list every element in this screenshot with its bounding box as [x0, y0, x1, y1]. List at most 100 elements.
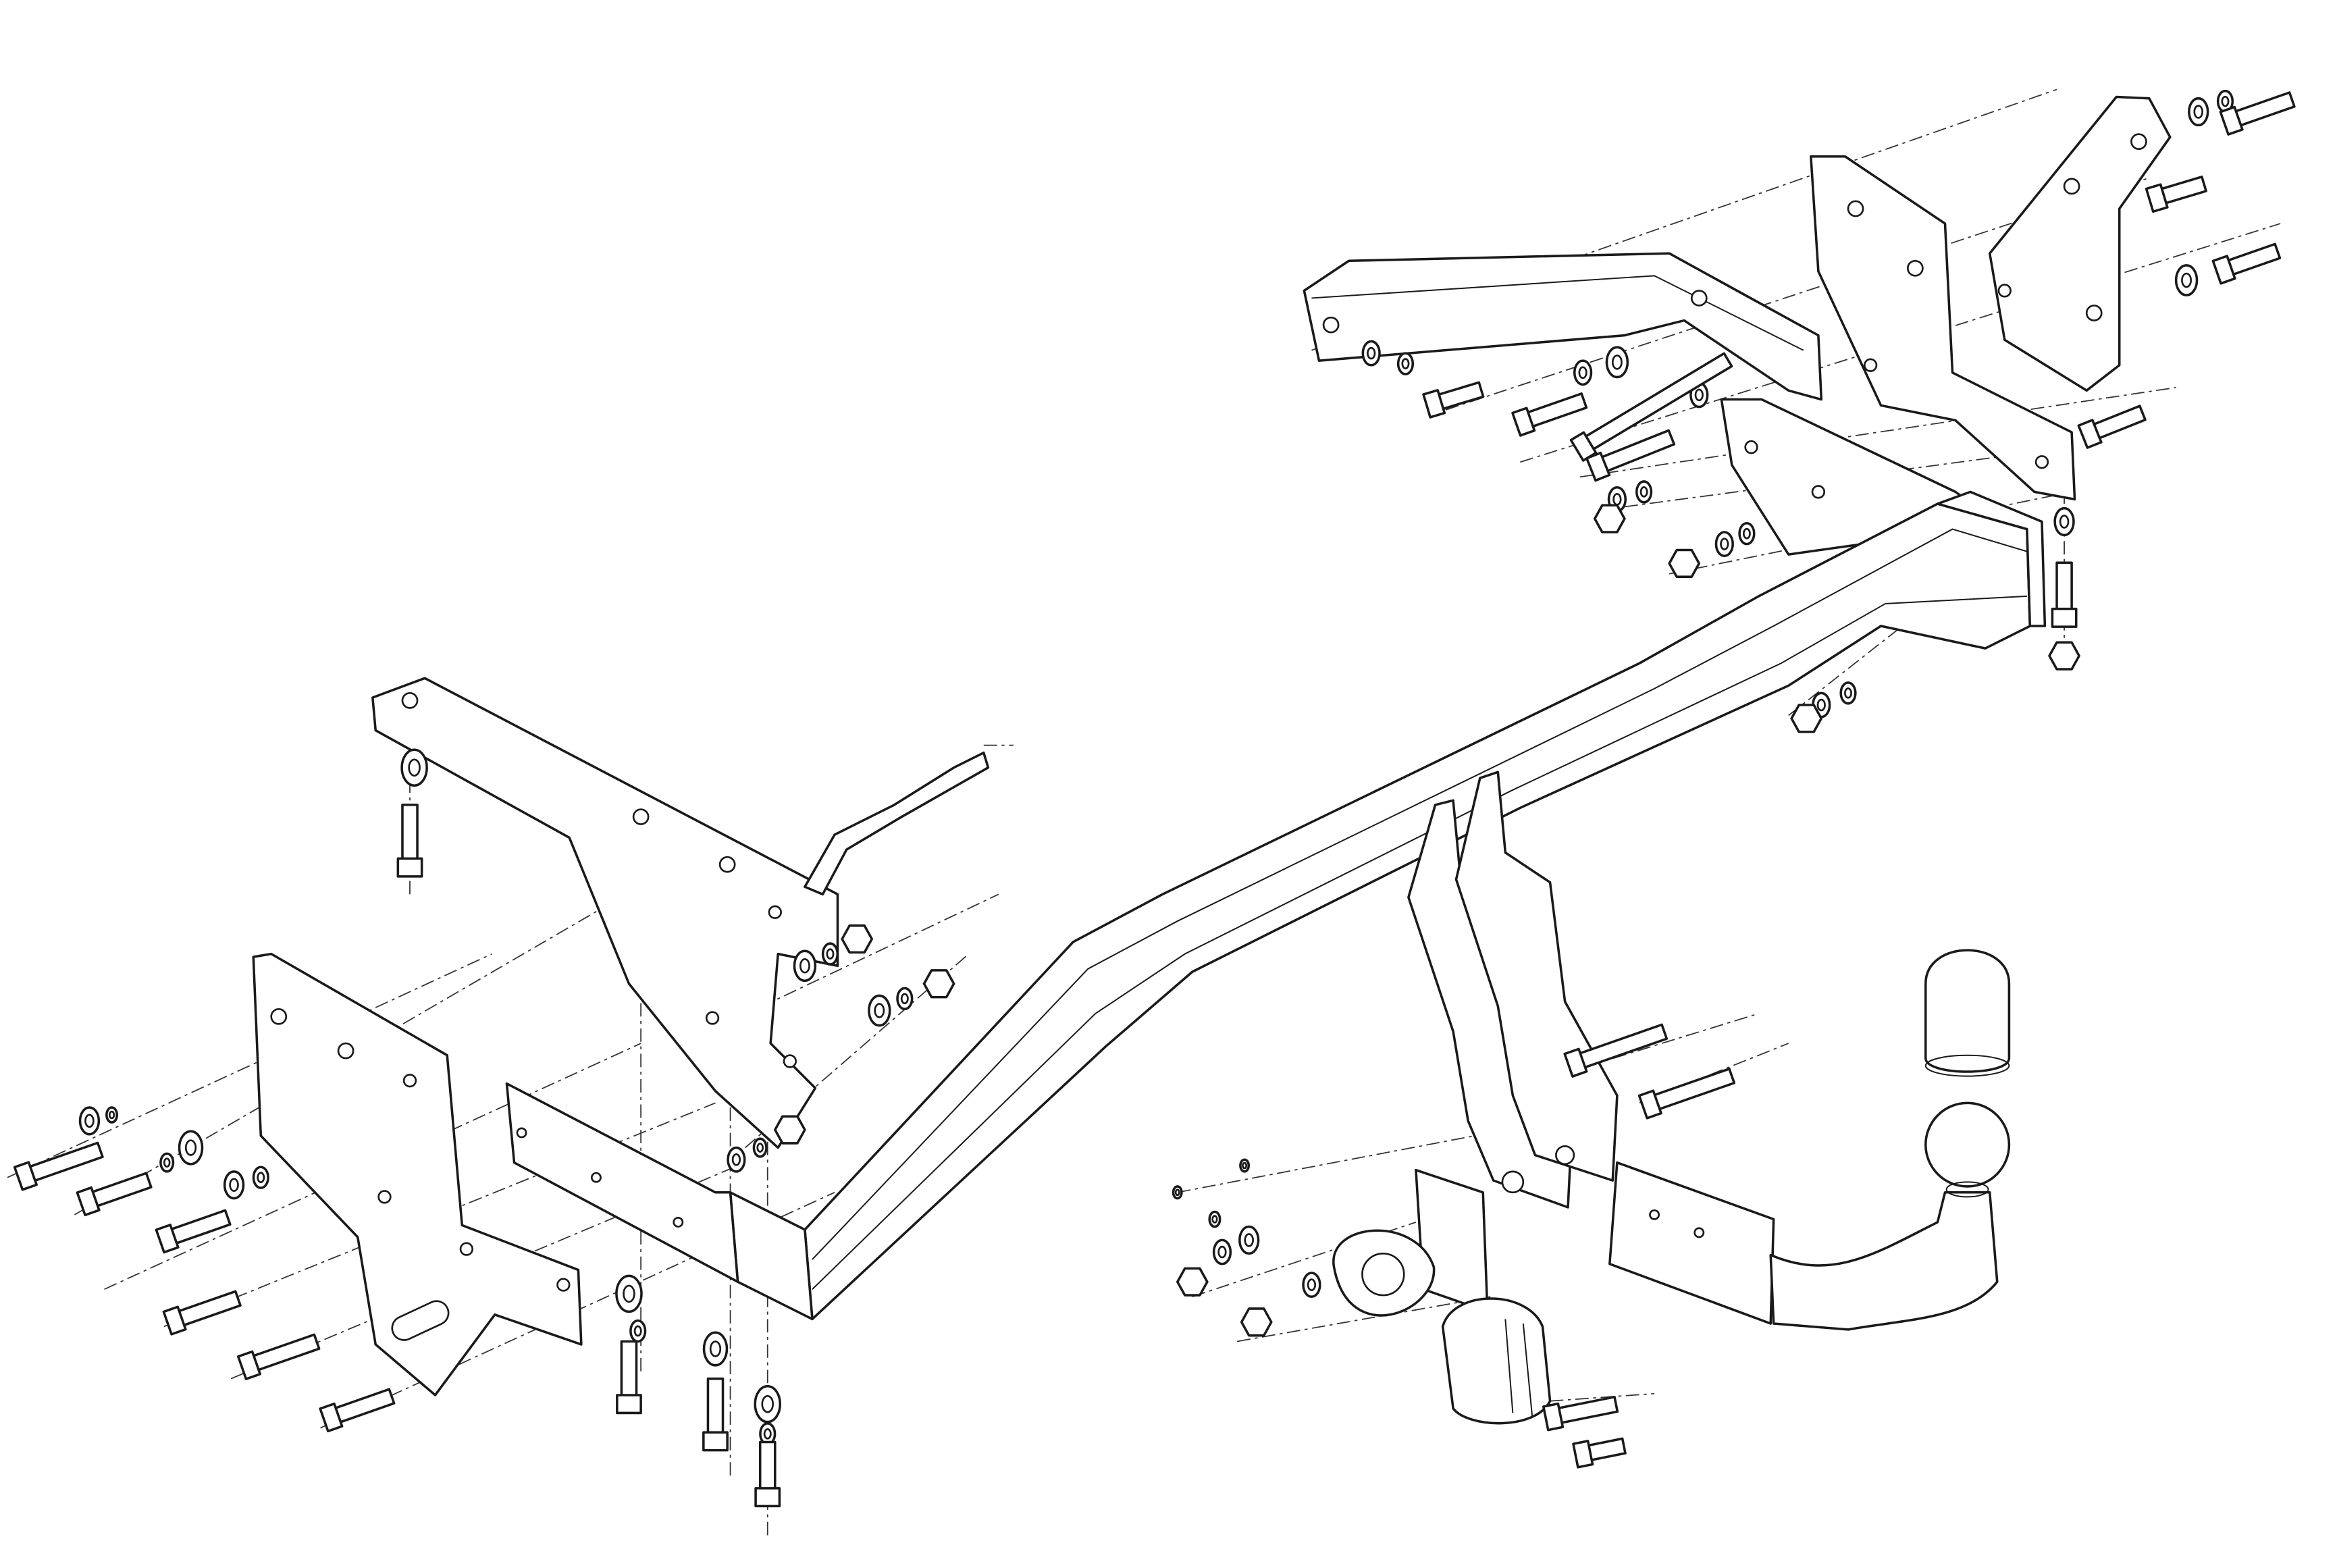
vertical-bolt-head	[702, 1431, 729, 1452]
vertical-bolt-shank	[758, 1440, 777, 1496]
washer-hole	[184, 1139, 197, 1156]
axis-line	[7, 953, 492, 1178]
axis-line	[104, 1043, 641, 1290]
bolt-head	[2211, 255, 2236, 285]
washer-hole	[1307, 1278, 1317, 1291]
hex-nut	[774, 1115, 806, 1145]
vertical-bolt-head	[396, 857, 423, 878]
hex-bolt	[13, 1141, 104, 1191]
washer-hole	[1844, 687, 1852, 699]
hex-nut	[2048, 641, 2080, 671]
bolt-head	[162, 1305, 187, 1336]
bolt-head	[155, 1224, 180, 1254]
hex-nut	[1176, 1267, 1209, 1297]
hex-bolt	[155, 1209, 232, 1254]
washer-hole	[1578, 366, 1587, 380]
hex-nut	[922, 969, 955, 999]
bolt-head	[319, 1402, 344, 1433]
hex-nut	[1240, 1307, 1273, 1337]
electrical-socket	[1441, 1297, 1552, 1425]
bolt-head	[236, 1350, 262, 1380]
washer-hole	[799, 958, 810, 974]
right-vertical-plate	[1810, 155, 2076, 501]
hex-bolt	[1563, 1023, 1669, 1078]
vertical-bolt-head	[2051, 607, 2078, 628]
hex-bolt	[1569, 352, 1733, 462]
washer-hole	[229, 1178, 239, 1193]
bolt-head	[2219, 105, 2244, 136]
bolt-head	[1542, 1402, 1565, 1432]
hex-nut	[1668, 548, 1701, 578]
bolt-shank	[2232, 91, 2296, 128]
hex-bolt	[2211, 242, 2282, 285]
washer-hole	[1242, 1161, 1248, 1170]
hex-bolt	[236, 1333, 321, 1380]
vertical-bolt-shank	[706, 1377, 725, 1440]
washer-hole	[763, 1428, 772, 1440]
washer-hole	[1742, 527, 1751, 540]
washer-hole	[1211, 1215, 1218, 1224]
hex-bolt	[1572, 1437, 1627, 1469]
hex-bolt	[2077, 404, 2147, 449]
washer-hole	[874, 1003, 885, 1018]
washer-hole	[1720, 538, 1729, 550]
bolt-head	[1572, 1440, 1594, 1469]
bolt-shank	[1554, 1395, 1619, 1425]
hitch-neck-plates	[1407, 770, 1619, 1209]
bolt-shank	[88, 1172, 153, 1208]
hex-bolt	[1585, 429, 1676, 482]
bolt-head	[1569, 431, 1598, 462]
washer-hole	[633, 1325, 642, 1337]
bolt-head	[1511, 407, 1536, 437]
washer-hole	[1611, 355, 1623, 370]
tow-ball-cap	[1924, 949, 2011, 1077]
left-upper-bracket	[371, 677, 990, 1149]
washer-hole	[756, 1143, 764, 1153]
washer-hole	[2059, 515, 2070, 529]
washer-hole	[1639, 486, 1648, 498]
bolt-head	[76, 1186, 101, 1217]
hex-bolt	[1637, 1068, 1736, 1120]
bolt-shank	[2224, 242, 2282, 277]
washer-hole	[1694, 388, 1704, 402]
washer-hole	[826, 948, 835, 960]
washer-hole	[1217, 1245, 1227, 1259]
bolt-shank	[1524, 392, 1588, 429]
bolt-head	[2077, 419, 2103, 449]
washer-hole	[84, 1114, 95, 1128]
socket-bracket	[1332, 1168, 1489, 1317]
tow-ball-arm	[1608, 1161, 1999, 1331]
vertical-bolt-shank	[401, 804, 419, 866]
washer-hole	[709, 1340, 722, 1357]
bolt-head	[13, 1161, 38, 1191]
washer-hole	[163, 1157, 171, 1168]
hex-nut	[841, 924, 874, 954]
washer-hole	[900, 993, 909, 1005]
hex-bolt	[2145, 175, 2207, 213]
hex-bolt	[162, 1290, 242, 1336]
bolt-shank	[249, 1333, 321, 1372]
vertical-bolt-head	[616, 1394, 642, 1415]
washer-hole	[2181, 272, 2192, 288]
axis-line	[1236, 1296, 1491, 1342]
washer-hole	[731, 1153, 741, 1166]
bolt-shank	[26, 1141, 104, 1183]
washer-hole	[1174, 1188, 1180, 1197]
washer-hole	[623, 1284, 635, 1303]
bolt-shank	[2090, 404, 2147, 441]
washer-hole	[408, 758, 421, 777]
bolt-shank	[167, 1209, 232, 1246]
hex-bolt	[2219, 91, 2296, 136]
vertical-bolt-shank	[620, 1340, 638, 1403]
washer-hole	[1401, 358, 1410, 369]
washer-hole	[1244, 1233, 1254, 1247]
axis-line	[1550, 1392, 1655, 1402]
hex-nut	[1790, 704, 1823, 733]
hex-bolt	[76, 1172, 153, 1217]
washer-hole	[2221, 95, 2230, 107]
vertical-bolt-head	[754, 1487, 781, 1508]
left-horizontal-plate	[505, 1082, 739, 1283]
washer-hole	[1612, 493, 1622, 506]
bolt-head	[1637, 1089, 1662, 1120]
